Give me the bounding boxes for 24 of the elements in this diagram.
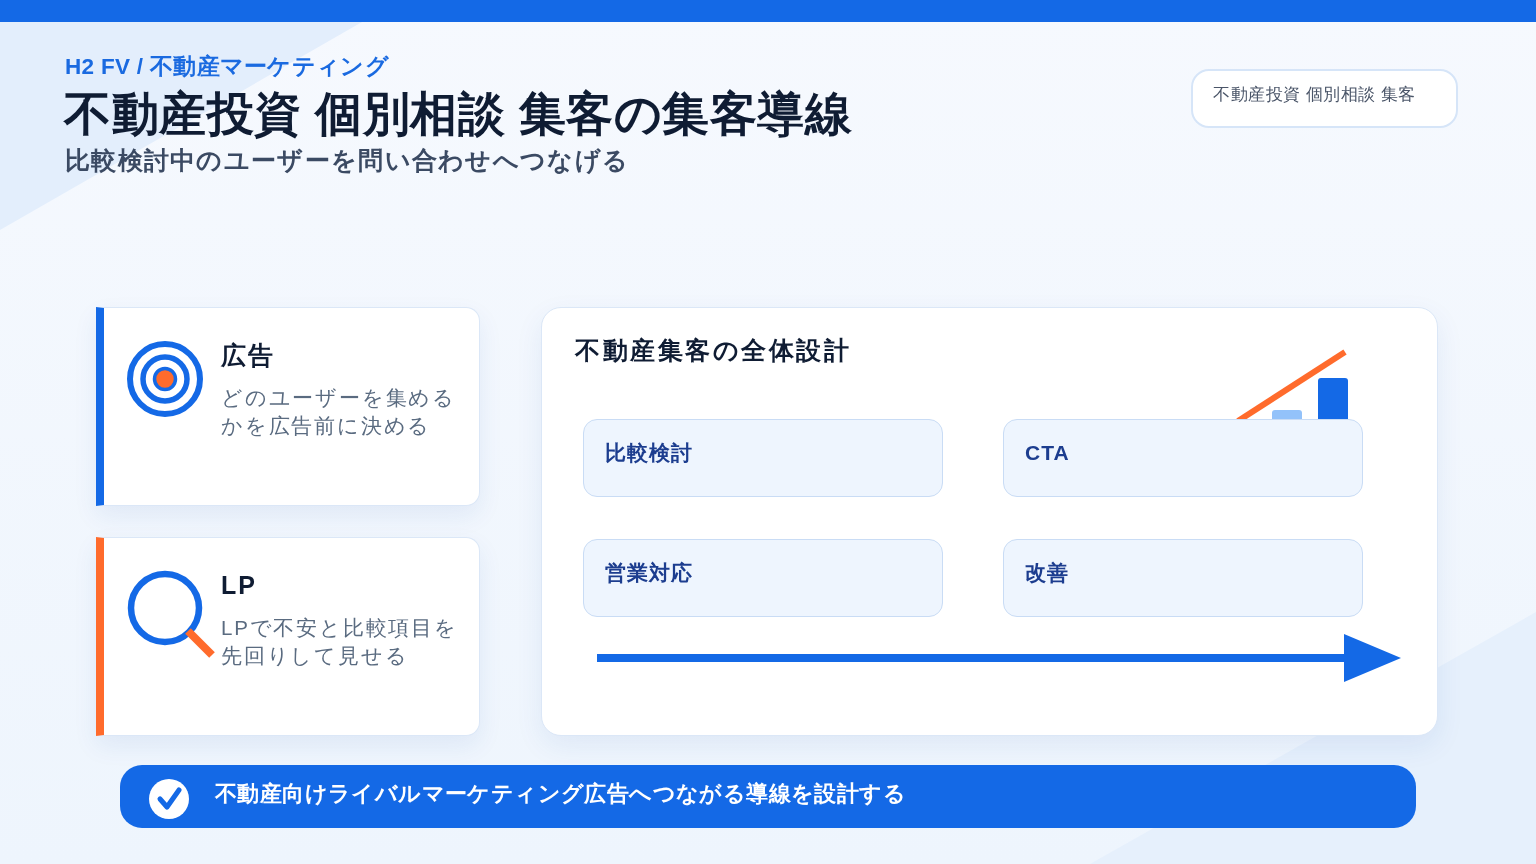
banner-text: 不動産向けライバルマーケティング広告へつながる導線を設計する — [215, 781, 906, 808]
card-heading: 広告 — [221, 340, 275, 370]
info-card — [96, 307, 480, 506]
step-label: 比較検討 — [605, 440, 693, 466]
step-label: CTA — [1025, 440, 1070, 466]
card-description: LPで不安と比較項目を先回りして見せる — [221, 615, 459, 669]
panel-heading: 不動産集客の全体設計 — [575, 336, 851, 366]
step-label: 営業対応 — [605, 560, 693, 586]
info-card — [96, 537, 480, 736]
page-title: 不動産投資 個別相談 集客の集客導線 — [64, 86, 853, 142]
card-description: どのユーザーを集めるかを広告前に決める — [221, 385, 457, 439]
subtitle: 比較検討中のユーザーを問い合わせへつなげる — [65, 145, 630, 175]
summary-banner — [120, 765, 1416, 828]
design-panel — [541, 307, 1438, 736]
keyword-tag — [1191, 69, 1458, 128]
card-heading: LP — [221, 570, 257, 600]
step-card — [583, 539, 943, 617]
top-bar — [0, 0, 1536, 22]
eyebrow-label: H2 FV / 不動産マーケティング — [65, 53, 389, 80]
step-label: 改善 — [1025, 560, 1069, 586]
step-card — [1003, 539, 1363, 617]
step-card — [583, 419, 943, 497]
step-card — [1003, 419, 1363, 497]
tag-text: 不動産投資 個別相談 集客 — [1213, 85, 1416, 105]
